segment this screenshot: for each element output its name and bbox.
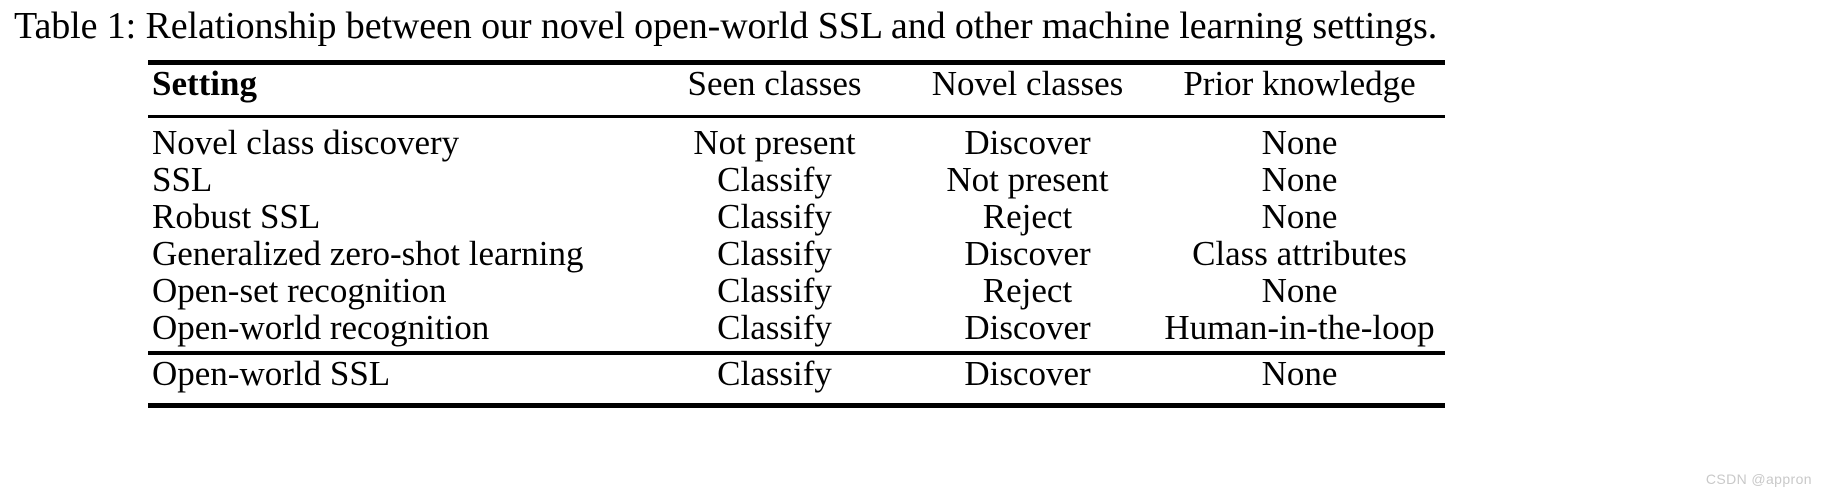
table-container: Setting Seen classes Novel classes Prior… (148, 60, 1445, 408)
table-caption: Table 1: Relationship between our novel … (14, 5, 1438, 47)
column-header-setting: Setting (152, 64, 257, 103)
table-row: Open-world recognition Classify Discover… (148, 309, 1445, 351)
bottomrule (148, 403, 1445, 408)
cell-setting: Open-world SSL (152, 354, 391, 393)
table-rule-bottom (148, 403, 1445, 408)
cell-novel-classes: Discover (964, 234, 1091, 273)
cell-prior-knowledge: Human-in-the-loop (1164, 308, 1435, 347)
table-rule-final (148, 351, 1445, 355)
cell-prior-knowledge: None (1261, 160, 1338, 199)
cell-setting: Open-set recognition (152, 271, 447, 310)
cell-seen-classes: Classify (717, 197, 832, 236)
cell-setting: Generalized zero-shot learning (152, 234, 584, 273)
table-row: SSL Classify Not present None (148, 161, 1445, 198)
cell-setting: Open-world recognition (152, 308, 490, 347)
toprule (148, 60, 1445, 65)
cell-novel-classes: Discover (964, 123, 1091, 162)
cell-setting: SSL (152, 160, 213, 199)
cell-setting: Robust SSL (152, 197, 321, 236)
table-row: Open-set recognition Classify Reject Non… (148, 272, 1445, 309)
cell-prior-knowledge: Class attributes (1192, 234, 1407, 273)
cell-novel-classes: Not present (946, 160, 1109, 199)
midrule-final (148, 351, 1445, 355)
cell-novel-classes: Discover (964, 308, 1091, 347)
cell-seen-classes: Not present (693, 123, 856, 162)
watermark: CSDN @appron (1705, 471, 1812, 487)
cell-novel-classes: Discover (964, 354, 1091, 393)
table-row: Robust SSL Classify Reject None (148, 198, 1445, 235)
cell-prior-knowledge: None (1261, 271, 1338, 310)
cell-setting: Novel class discovery (152, 123, 460, 162)
cell-prior-knowledge: None (1261, 197, 1338, 236)
column-header-seen-classes: Seen classes (687, 64, 862, 103)
cell-seen-classes: Classify (717, 160, 832, 199)
cell-seen-classes: Classify (717, 234, 832, 273)
cell-prior-knowledge: None (1261, 354, 1338, 393)
cell-seen-classes: Classify (717, 271, 832, 310)
table-row-highlighted: Open-world SSL Classify Discover None (148, 355, 1445, 403)
table-header-row: Setting Seen classes Novel classes Prior… (148, 65, 1445, 115)
table-row: Novel class discovery Not present Discov… (148, 118, 1445, 161)
cell-novel-classes: Reject (982, 197, 1073, 236)
cell-seen-classes: Classify (717, 354, 832, 393)
cell-prior-knowledge: None (1261, 123, 1338, 162)
cell-novel-classes: Reject (982, 271, 1073, 310)
cell-seen-classes: Classify (717, 308, 832, 347)
table-row: Generalized zero-shot learning Classify … (148, 235, 1445, 272)
column-header-prior-knowledge: Prior knowledge (1183, 64, 1416, 103)
table-rule-header (148, 115, 1445, 118)
midrule-header (148, 115, 1445, 118)
column-header-novel-classes: Novel classes (931, 64, 1124, 103)
relationship-table: Setting Seen classes Novel classes Prior… (148, 60, 1445, 408)
table-rule-top (148, 60, 1445, 65)
